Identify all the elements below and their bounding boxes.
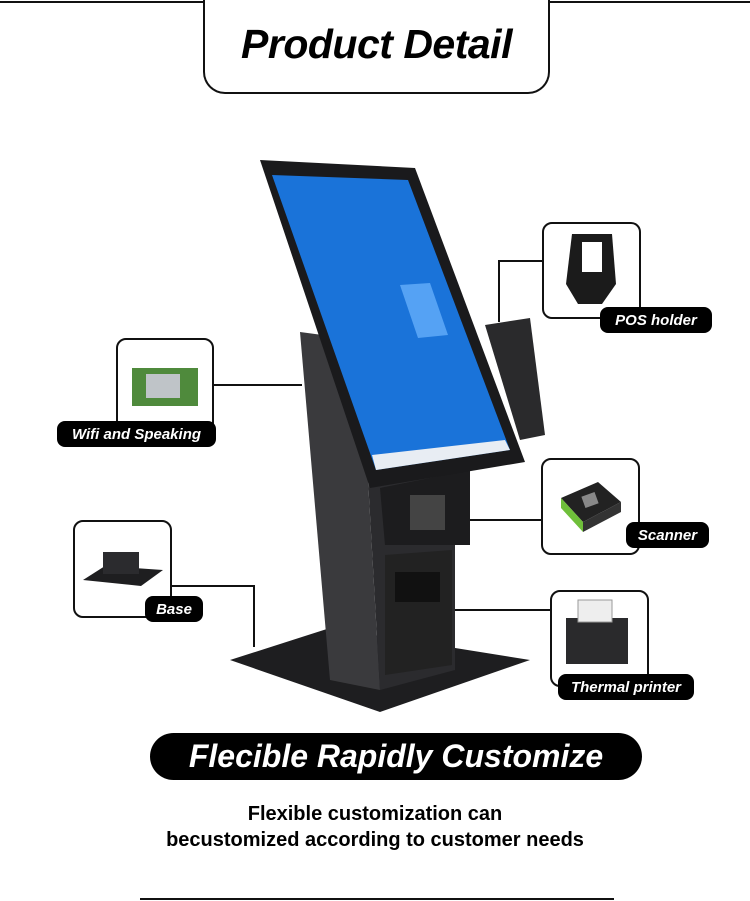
pos-holder-icon xyxy=(566,234,616,304)
taskbar xyxy=(372,440,510,470)
connector-pos xyxy=(498,260,543,262)
pos-holder-label: POS holder xyxy=(600,307,712,333)
wifi-label: Wifi and Speaking xyxy=(57,421,216,447)
connector-printer xyxy=(455,609,550,611)
windows-logo xyxy=(400,283,448,338)
screen-display xyxy=(272,175,510,470)
title-tab: Product Detail xyxy=(203,0,550,94)
description-line-1: Flexible customization can xyxy=(247,803,503,825)
thermal-printer-icon xyxy=(566,599,628,664)
scanner-icon xyxy=(561,482,621,532)
printer-module xyxy=(385,550,452,675)
connector-wifi xyxy=(212,384,302,386)
scanner-image-box xyxy=(541,458,640,555)
bottom-divider xyxy=(140,898,614,900)
base-icon xyxy=(83,552,163,586)
base-label: Base xyxy=(145,596,203,622)
pos-holder-image-box xyxy=(542,222,641,319)
connector-scanner xyxy=(455,519,541,521)
wifi-module-icon xyxy=(132,368,198,406)
page-title: Product Detail xyxy=(241,21,512,67)
connector-base-vertical xyxy=(253,585,255,647)
connector-pos-vertical xyxy=(498,260,500,322)
scanner-window xyxy=(410,495,445,530)
connector-base xyxy=(170,585,255,587)
printer-image-box xyxy=(550,590,649,687)
wifi-image-box xyxy=(116,338,214,433)
scanner-label: Scanner xyxy=(626,522,709,548)
printer-label: Thermal printer xyxy=(558,674,694,700)
pos-holder-mounted xyxy=(485,318,545,440)
printer-slot xyxy=(395,572,440,602)
customize-banner: Flecible Rapidly Customize xyxy=(150,733,642,780)
description-line-2: becustomized according to customer needs xyxy=(166,829,584,851)
